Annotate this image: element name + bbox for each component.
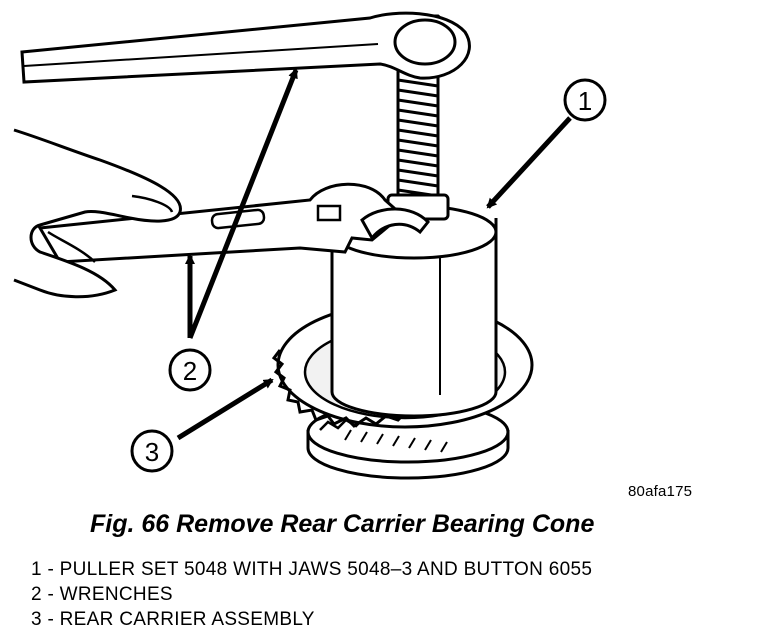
legend-item-3: 3 - REAR CARRIER ASSEMBLY [31,609,315,630]
legend-list: 1 - PULLER SET 5048 WITH JAWS 5048–3 AND… [31,557,592,632]
legend-item-2: 2 - WRENCHES [31,584,173,605]
arrow-3 [176,377,274,441]
figure-caption: Fig. 66 Remove Rear Carrier Bearing Cone [90,510,595,538]
upper-wrench-drawing [20,11,471,84]
arrow-2a [187,68,299,339]
callout-2-number: 2 [183,356,197,386]
callout-2: 2 [168,348,212,392]
diagram-illustration: 1 2 3 [13,11,607,480]
callout-1: 1 [563,78,607,122]
callout-3: 3 [130,429,174,473]
leader-arrows [176,68,572,441]
image-code: 80afa175 [628,483,693,500]
hand-drawing [13,128,182,299]
legend-item-1: 1 - PULLER SET 5048 WITH JAWS 5048–3 AND… [31,559,593,580]
arrow-1 [486,116,572,209]
callout-3-number: 3 [145,437,159,467]
callout-1-number: 1 [578,86,592,116]
adjustable-wrench-drawing [37,182,430,264]
